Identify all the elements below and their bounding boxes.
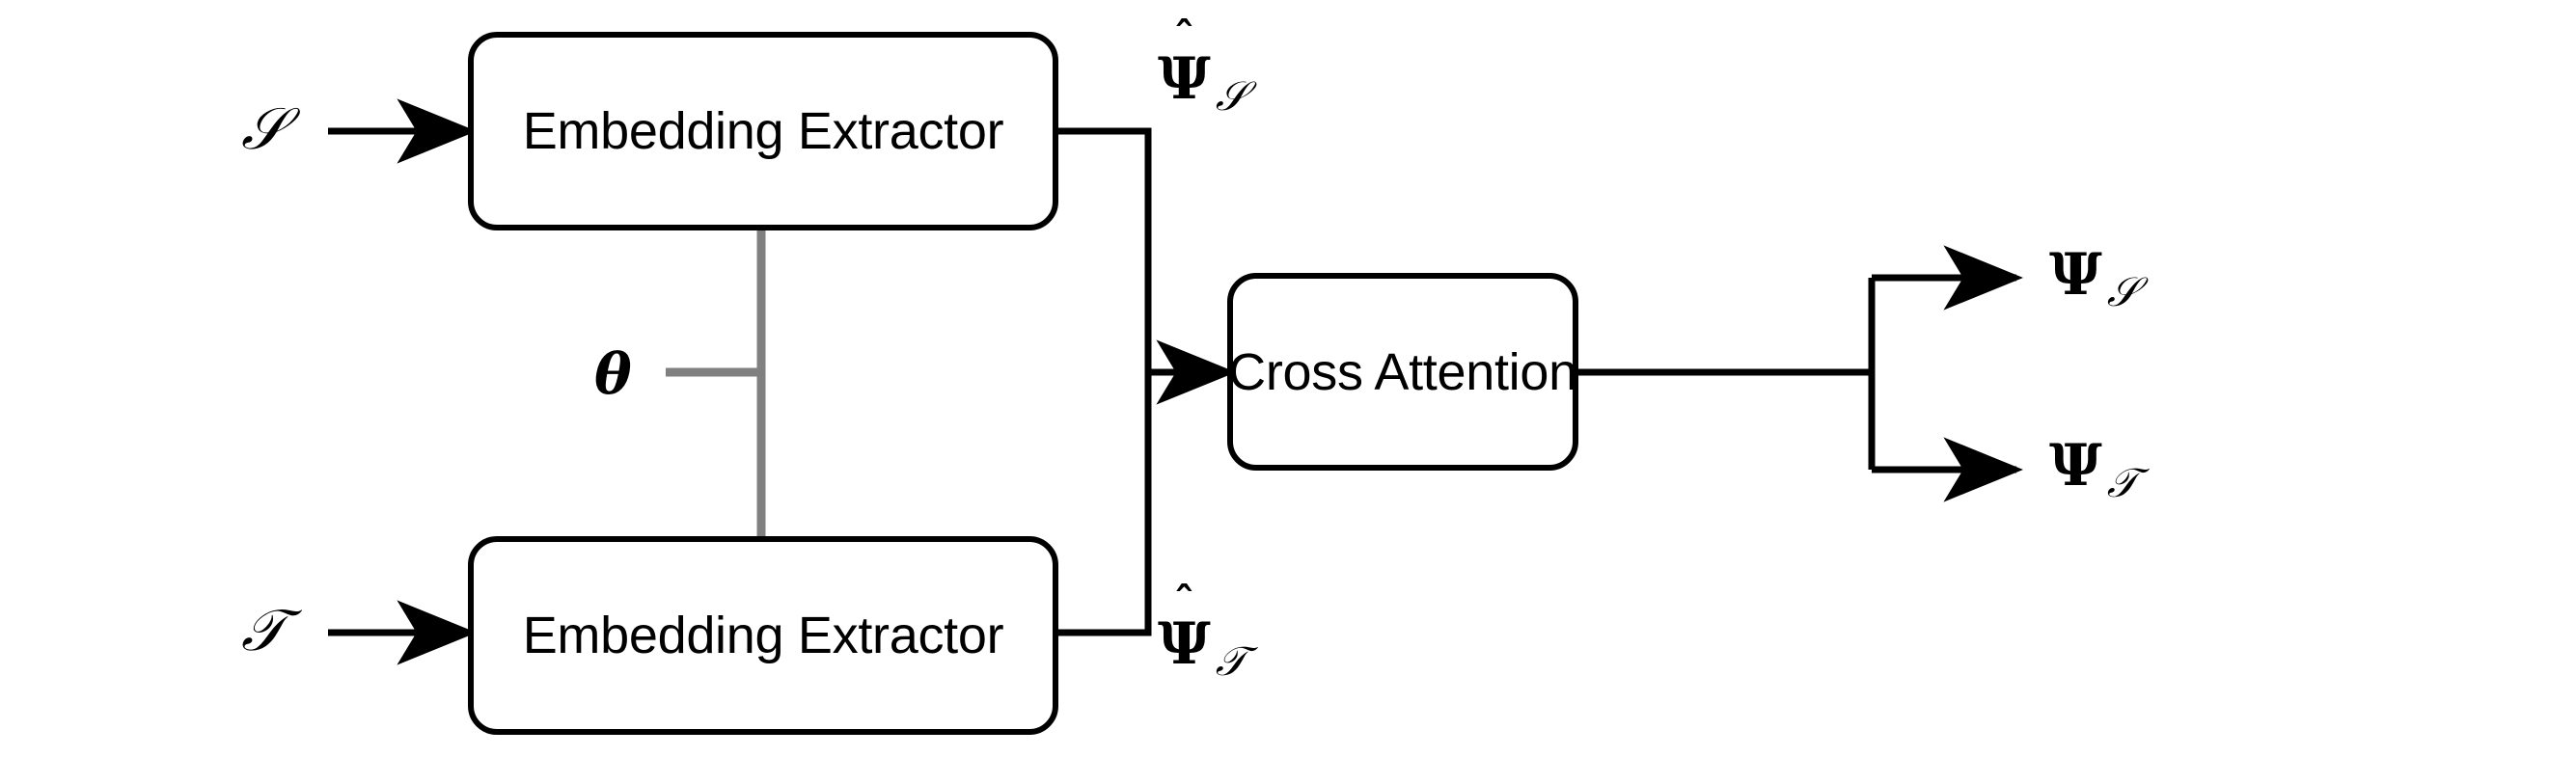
psi-target-subscript: 𝒯 (2106, 459, 2138, 506)
label-input-source: 𝒮 (241, 100, 286, 158)
hat-accent-icon: ˆ (1173, 14, 1195, 63)
label-psi-source-output: Ψ 𝒮 (2049, 241, 2138, 312)
wire-psi-hat-source (1056, 127, 1152, 372)
psi-source-glyph: Ψ (2049, 241, 2102, 309)
label-psi-target-output: Ψ 𝒯 (2049, 432, 2138, 503)
node-embedding-extractor-source[interactable]: Embedding Extractor (468, 32, 1058, 230)
input-source-symbol: 𝒮 (241, 95, 287, 163)
shared-parameter-symbol: θ (594, 341, 632, 407)
psi-hat-target-base: ˆ Ψ (1158, 582, 1211, 674)
label-psi-hat-target: ˆ Ψ 𝒯 (1158, 582, 1247, 682)
node-cross-attention[interactable]: Cross Attention (1227, 273, 1578, 471)
label-input-target: 𝒯 (241, 602, 286, 660)
psi-target-glyph: Ψ (2049, 432, 2102, 500)
psi-source-subscript: 𝒮 (2106, 268, 2139, 315)
input-target-symbol: 𝒯 (241, 597, 286, 664)
node-embedding-extractor-target-label: Embedding Extractor (522, 607, 1004, 664)
psi-hat-source-glyph: Ψ (1158, 45, 1211, 113)
node-cross-attention-label: Cross Attention (1228, 342, 1577, 401)
label-psi-hat-source: ˆ Ψ 𝒮 (1158, 17, 1247, 117)
psi-hat-source-subscript: 𝒮 (1215, 72, 1247, 120)
node-embedding-extractor-source-label: Embedding Extractor (522, 102, 1004, 160)
psi-hat-target-glyph: Ψ (1158, 610, 1211, 678)
hat-accent-icon: ˆ (1173, 579, 1195, 628)
psi-hat-target-subscript: 𝒯 (1215, 637, 1247, 685)
psi-hat-source-base: ˆ Ψ (1158, 17, 1211, 109)
wire-psi-hat-target (1056, 372, 1152, 636)
node-embedding-extractor-target[interactable]: Embedding Extractor (468, 536, 1058, 735)
label-shared-parameter-theta: θ (594, 341, 632, 407)
